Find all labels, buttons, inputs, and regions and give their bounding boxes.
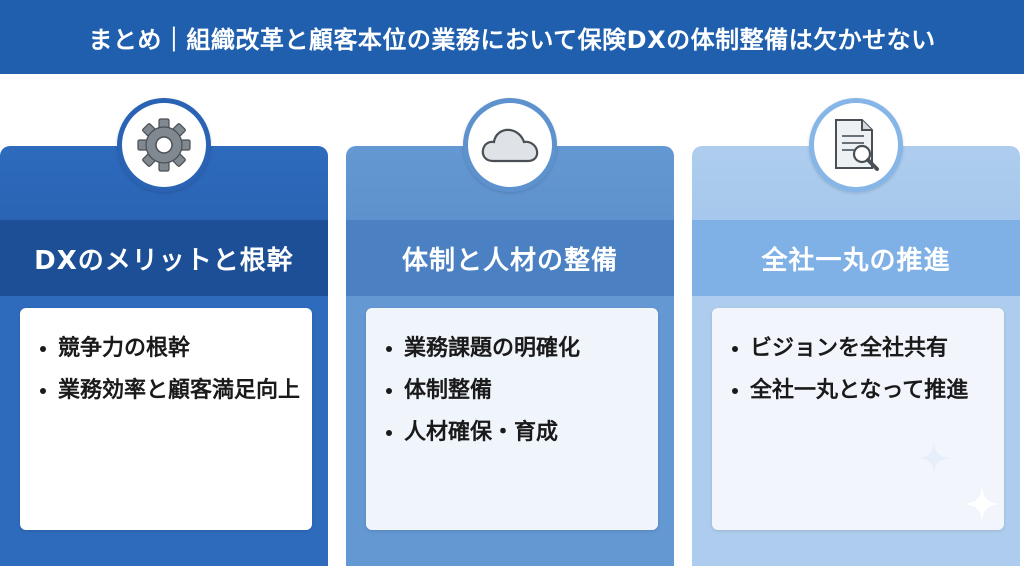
card-content-box: ビジョンを全社共有 全社一丸となって推進: [712, 308, 1004, 530]
sparkle-icon: [964, 486, 1000, 522]
bullet-list: 競争力の根幹 業務効率と顧客満足向上: [36, 328, 302, 412]
card-title: 体制と人材の整備: [401, 245, 618, 276]
list-item: 業務課題の明確化: [382, 328, 648, 370]
card-dx-merit: DXのメリットと根幹 競争力の根幹 業務効率と顧客満足向上: [0, 146, 328, 566]
cloud-icon: [481, 128, 539, 163]
bullet-list: 業務課題の明確化 体制整備 人材確保・育成: [382, 328, 648, 454]
list-item: 業務効率と顧客満足向上: [36, 370, 302, 412]
cloud-icon-badge: [463, 98, 557, 192]
card-content-box: 競争力の根幹 業務効率と顧客満足向上: [20, 308, 312, 530]
gear-icon: [137, 118, 191, 172]
card-company-wide: 全社一丸の推進 ビジョンを全社共有 全社一丸となって推進: [692, 146, 1020, 566]
list-item: 全社一丸となって推進: [728, 370, 994, 412]
header-banner: まとめ｜組織改革と顧客本位の業務において保険DXの体制整備は欠かせない: [0, 0, 1024, 74]
document-search-icon: [835, 119, 879, 171]
card-title: 全社一丸の推進: [761, 245, 951, 276]
page-title: まとめ｜組織改革と顧客本位の業務において保険DXの体制整備は欠かせない: [88, 25, 936, 54]
card-title: DXのメリットと根幹: [34, 245, 294, 276]
list-item: 体制整備: [382, 370, 648, 412]
list-item: 競争力の根幹: [36, 328, 302, 370]
list-item: ビジョンを全社共有: [728, 328, 994, 370]
bullet-list: ビジョンを全社共有 全社一丸となって推進: [728, 328, 994, 412]
list-item: 人材確保・育成: [382, 412, 648, 454]
document-search-icon-badge: [809, 98, 903, 192]
sparkle-icon: [918, 442, 950, 474]
card-content-box: 業務課題の明確化 体制整備 人材確保・育成: [366, 308, 658, 530]
card-organization-talent: 体制と人材の整備 業務課題の明確化 体制整備 人材確保・育成: [346, 146, 674, 566]
gear-icon-badge: [117, 98, 211, 192]
